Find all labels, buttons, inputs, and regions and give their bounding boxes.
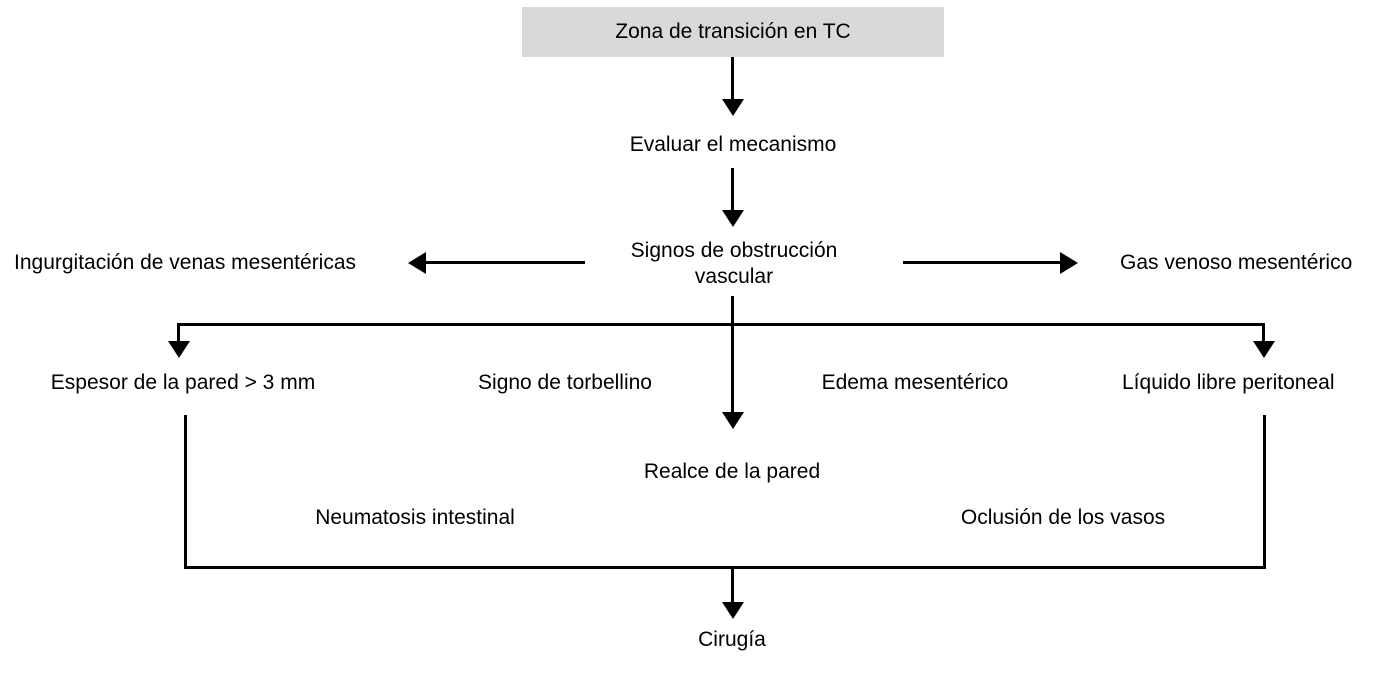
node-ingurgitacion-venas-mesentericas: Ingurgitación de venas mesentéricas <box>14 251 357 274</box>
connector-collector-to-cirugia <box>731 566 734 608</box>
arrowhead-down-to-vascular <box>722 210 744 227</box>
connector-header-to-evaluate <box>731 57 734 105</box>
connector-drop-to-espesor <box>177 323 180 347</box>
arrowhead-down-to-evaluate <box>722 99 744 116</box>
node-realce-pared: Realce de la pared <box>643 460 821 483</box>
connector-drop-to-realce <box>731 323 734 418</box>
node-oclusion-vasos: Oclusión de los vasos <box>960 506 1166 529</box>
connector-vascular-to-right-branch <box>903 261 1060 264</box>
arrowhead-down-to-espesor <box>168 341 190 358</box>
node-edema-mesenterico: Edema mesentérico <box>821 371 1009 394</box>
node-evaluar-mecanismo: Evaluar el mecanismo <box>629 133 837 156</box>
arrowhead-right-to-gas-venoso <box>1060 252 1078 274</box>
arrowhead-down-to-realce <box>722 412 744 429</box>
arrowhead-left-to-ingurgitacion <box>408 252 426 274</box>
arrowhead-down-to-cirugia <box>722 602 744 619</box>
node-cirugia: Cirugía <box>698 628 766 651</box>
connector-vascular-to-left-branch <box>426 261 585 264</box>
node-liquido-libre-peritoneal: Líquido libre peritoneal <box>1122 371 1335 394</box>
connector-collector-right <box>1263 415 1266 568</box>
node-signos-obstruccion-vascular: Signos de obstrucción vascular <box>630 239 838 288</box>
connector-distribution-bar <box>177 323 1265 326</box>
connector-evaluate-to-vascular <box>731 168 734 216</box>
node-neumatosis-intestinal: Neumatosis intestinal <box>315 506 515 529</box>
node-espesor-pared: Espesor de la pared > 3 mm <box>50 371 316 394</box>
connector-vascular-stem <box>731 296 734 326</box>
connector-collector-left <box>184 415 187 568</box>
connector-collector-bar <box>184 566 1266 569</box>
header-box: Zona de transición en TC <box>522 7 944 57</box>
arrowhead-down-to-liquido <box>1253 341 1275 358</box>
connector-drop-to-liquido <box>1262 323 1265 347</box>
node-gas-venoso-mesenterico: Gas venoso mesentérico <box>1120 251 1353 274</box>
node-signo-torbellino: Signo de torbellino <box>478 371 652 394</box>
